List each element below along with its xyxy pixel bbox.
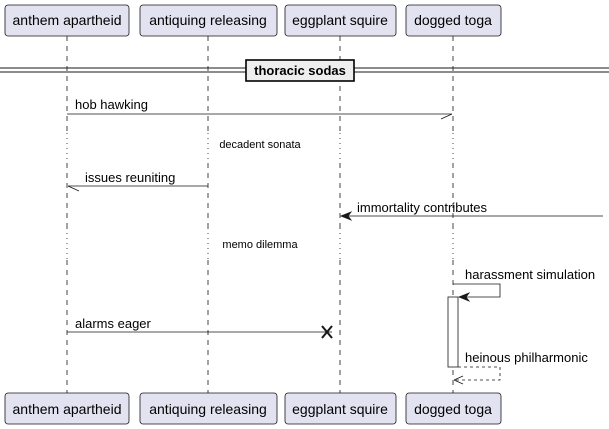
participants-top: anthem apartheid antiquing releasing egg… [4, 4, 502, 37]
message-alarms-eager: alarms eager [67, 316, 333, 339]
delay-lines [66, 133, 454, 260]
participant-anthem-apartheid-bottom[interactable]: anthem apartheid [4, 392, 130, 425]
divider: thoracic sodas [0, 59, 609, 82]
participant-eggplant-squire-bottom[interactable]: eggplant squire [284, 392, 397, 425]
message-label: immortality contributes [357, 200, 488, 215]
message-label: hob hawking [75, 97, 148, 112]
participant-antiquing-releasing[interactable]: antiquing releasing [139, 4, 278, 37]
message-label: alarms eager [75, 316, 152, 331]
participant-eggplant-squire[interactable]: eggplant squire [284, 4, 397, 37]
message-issues-reuniting: issues reuniting [67, 170, 208, 192]
participant-label: dogged toga [414, 401, 492, 417]
participant-label: antiquing releasing [149, 401, 267, 417]
participant-dogged-toga-bottom[interactable]: dogged toga [405, 392, 502, 425]
message-label: harassment simulation [465, 267, 595, 282]
delay-label: memo dilemma [222, 239, 298, 251]
participant-label: dogged toga [414, 12, 492, 28]
message-harassment-simulation: harassment simulation [453, 267, 595, 302]
participants-bottom: anthem apartheid antiquing releasing egg… [4, 392, 502, 425]
participant-dogged-toga[interactable]: dogged toga [405, 4, 502, 37]
activation-bar [447, 296, 459, 368]
message-label: issues reuniting [85, 170, 175, 185]
message-label: heinous philharmonic [465, 350, 588, 365]
participant-label: anthem apartheid [13, 401, 122, 417]
message-hob-hawking: hob hawking [67, 97, 453, 120]
participant-label: eggplant squire [292, 12, 388, 28]
lifelines [66, 36, 454, 393]
message-immortality-contributes: immortality contributes [339, 200, 603, 221]
divider-label: thoracic sodas [254, 63, 346, 78]
message-heinous-philharmonic: heinous philharmonic [453, 350, 588, 385]
delay-label: decadent sonata [219, 139, 301, 151]
participant-label: anthem apartheid [13, 12, 122, 28]
participant-antiquing-releasing-bottom[interactable]: antiquing releasing [139, 392, 278, 425]
participant-anthem-apartheid[interactable]: anthem apartheid [4, 4, 130, 37]
participant-label: antiquing releasing [149, 12, 267, 28]
participant-label: eggplant squire [292, 401, 388, 417]
